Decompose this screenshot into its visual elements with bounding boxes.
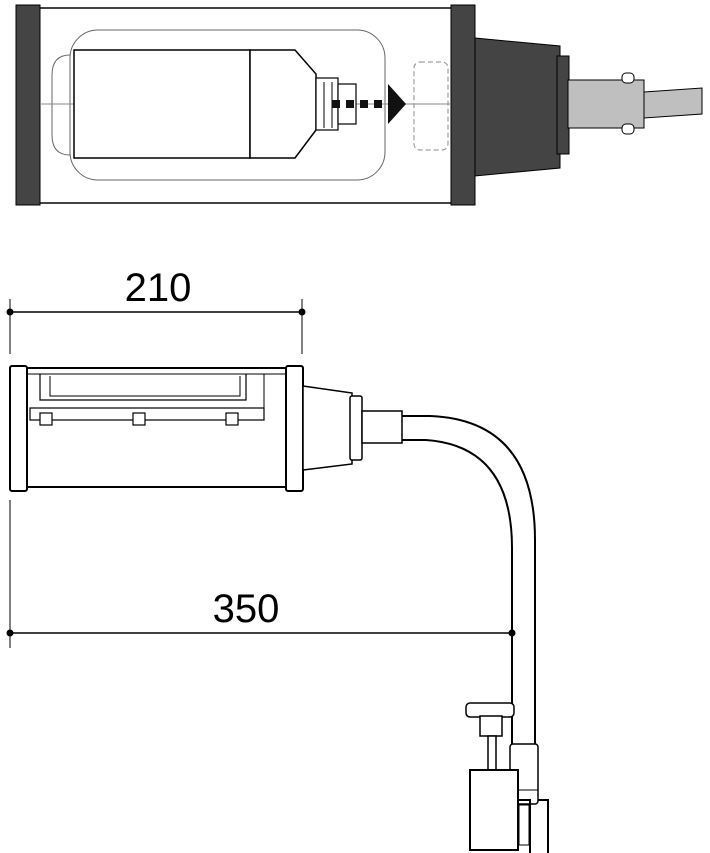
reflector-outline [69,29,386,181]
bulb-taper [249,49,317,159]
clamp-screw [487,735,497,773]
side-arm-coupler [361,410,403,444]
clamp-knob [465,702,515,718]
rail-clip-left [39,412,53,426]
side-left-cap [9,365,28,492]
reflector-tray [39,374,247,401]
arm-ring-bottom [621,123,635,135]
mounting-rail [29,407,265,421]
rail-clip-middle [132,412,146,426]
socket-outline [413,61,449,151]
side-neck-connector [302,385,353,471]
right-end-cap [450,4,476,206]
bulb-body [73,49,251,159]
neck-connector [474,37,561,177]
housing-body-side [17,367,297,488]
goose-neck-inner [402,439,513,748]
side-neck-flange [349,395,363,461]
side-view [9,365,549,853]
side-right-cap [285,365,304,492]
arm-pipe-end [643,87,703,119]
goose-neck-outer [402,415,536,748]
reflector-left-curve [51,54,71,156]
arm-ring-top [621,72,635,84]
top-view [15,4,703,206]
dimension-350: 350 [6,500,516,648]
length-dimension-label: 350 [213,587,280,631]
rail-clip-right [225,412,239,426]
dimension-210: 210 [6,266,306,354]
clamp-body [469,769,519,851]
width-dimension-label: 210 [125,266,192,310]
neck-flange [556,55,570,155]
arm-pipe [567,79,645,129]
desk-clamp [465,702,549,853]
insertion-arrow-icon [332,84,406,124]
left-end-cap [15,4,41,206]
